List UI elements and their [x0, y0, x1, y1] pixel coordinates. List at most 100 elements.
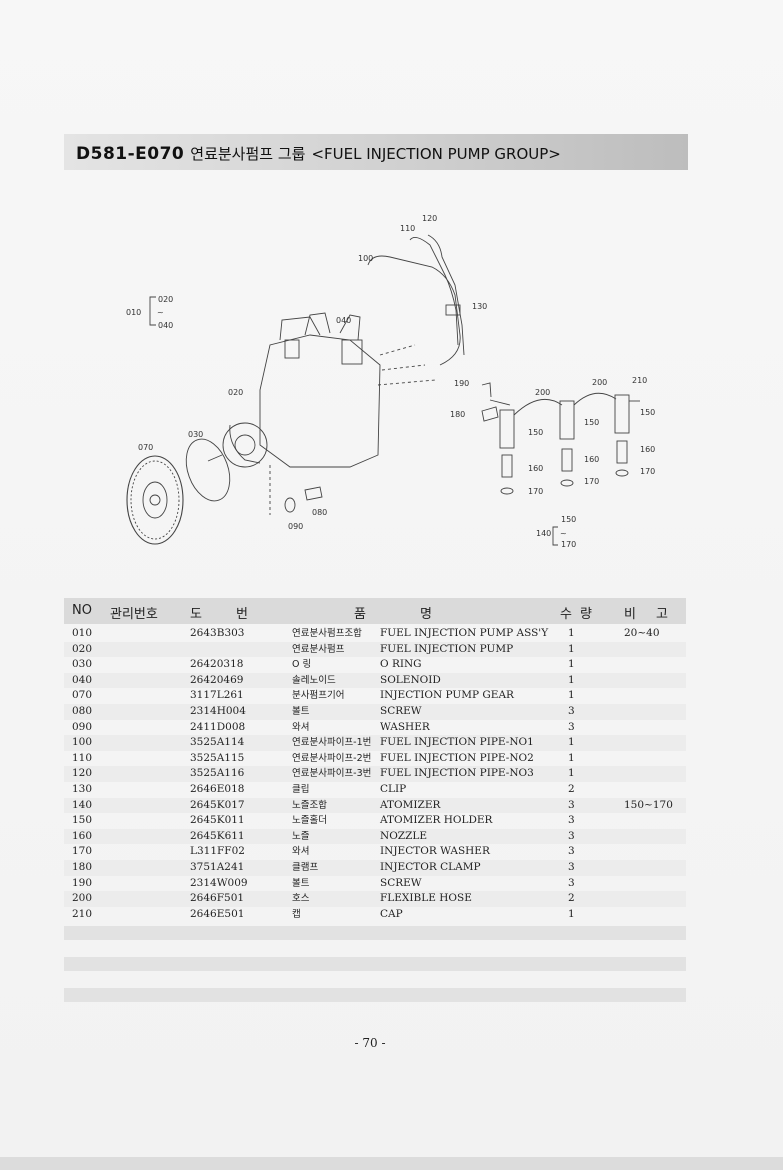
col-name-2: 명	[420, 607, 432, 622]
cell-name-korean: O 링	[292, 659, 312, 671]
callout-160-c: 160	[640, 445, 655, 454]
cell-name-korean: 클램프	[292, 861, 319, 873]
cell-name-english: NOZZLE	[380, 829, 428, 842]
cell-name-english: SCREW	[380, 876, 422, 889]
cell-name-korean: 연료분사파이프-2번	[292, 752, 372, 764]
cell-name-korean: 호스	[292, 893, 310, 905]
cell-quantity: 3	[568, 704, 575, 717]
cell-no: 200	[72, 892, 93, 905]
callout-020: 020	[228, 388, 243, 397]
col-remark-2: 고	[656, 607, 668, 622]
cell-name-korean: 연료분사파이프-3번	[292, 768, 372, 780]
cell-part-number: 3751A241	[190, 860, 245, 873]
cell-name-english: FLEXIBLE HOSE	[380, 892, 472, 905]
cell-name-korean: 볼트	[292, 705, 310, 717]
callout-010: 010	[126, 308, 141, 317]
cell-part-number: 2646E018	[190, 782, 245, 795]
cell-no: 130	[72, 782, 93, 795]
table-filler-row	[64, 926, 686, 940]
table-filler-row	[64, 957, 686, 971]
cell-name-english: WASHER	[380, 720, 430, 733]
cell-name-english: ATOMIZER HOLDER	[380, 814, 493, 827]
cell-part-number: L311FF02	[190, 845, 245, 858]
cell-name-korean: 노즐조합	[292, 799, 327, 811]
cell-name-english: FUEL INJECTION PIPE-NO1	[380, 736, 534, 749]
col-management-number: 관리번호	[110, 607, 158, 622]
cell-no: 140	[72, 798, 93, 811]
cell-part-number: 2314W009	[190, 876, 248, 889]
callout-030: 030	[188, 430, 203, 439]
table-header: NO 관리번호 도 번 품 명 수 량 비 고	[64, 598, 686, 624]
callout-140: 140	[536, 529, 551, 538]
cell-quantity: 1	[568, 689, 575, 702]
cell-quantity: 3	[568, 845, 575, 858]
callout-150-c: 150	[640, 408, 655, 417]
cell-part-number: 2645K017	[190, 798, 245, 811]
cell-part-number: 3525A114	[190, 736, 245, 749]
cell-name-english: O RING	[380, 658, 422, 671]
callout-120: 120	[422, 214, 437, 223]
col-part-number-1: 도	[190, 607, 202, 622]
cell-quantity: 3	[568, 876, 575, 889]
page-number: - 70 -	[354, 1036, 386, 1050]
cell-name-english: SOLENOID	[380, 673, 441, 686]
callout-160-a: 160	[528, 464, 543, 473]
callout-010-range: ~	[157, 308, 164, 317]
callout-170-c: 170	[640, 467, 655, 476]
callout-200-b: 200	[592, 378, 607, 387]
cell-name-korean: 솔레노이드	[292, 674, 336, 686]
cell-quantity: 1	[568, 673, 575, 686]
cell-remark: 150~170	[624, 798, 673, 811]
cell-quantity: 3	[568, 860, 575, 873]
cell-name-korean: 와셔	[292, 721, 310, 733]
callout-070: 070	[138, 443, 153, 452]
group-title-korean: 연료분사펌프 그룹	[190, 145, 306, 163]
cell-name-korean: 노즐홀더	[292, 815, 327, 827]
cell-name-english: CAP	[380, 907, 403, 920]
cell-no: 040	[72, 673, 93, 686]
callout-090: 090	[288, 522, 303, 531]
cell-part-number: 3525A116	[190, 767, 245, 780]
cell-name-korean: 연료분사파이프-1번	[292, 737, 372, 749]
cell-no: 110	[72, 751, 93, 764]
callout-080: 080	[312, 508, 327, 517]
cell-no: 020	[72, 642, 93, 655]
callout-200-a: 200	[535, 388, 550, 397]
cell-name-korean: 캡	[292, 908, 301, 920]
cell-no: 150	[72, 814, 93, 827]
group-code: D581-E070	[76, 144, 185, 164]
cell-name-korean: 노즐	[292, 830, 310, 842]
cell-name-english: FUEL INJECTION PUMP	[380, 642, 514, 655]
cell-name-korean: 클립	[292, 783, 310, 795]
cell-part-number: 2643B303	[190, 627, 245, 639]
cell-name-korean: 볼트	[292, 877, 310, 889]
cell-no: 070	[72, 689, 93, 702]
cell-part-number: 2314H004	[190, 704, 246, 717]
callout-150-a: 150	[528, 428, 543, 437]
cell-quantity: 3	[568, 814, 575, 827]
callout-110: 110	[400, 224, 415, 233]
cell-no: 080	[72, 704, 93, 717]
cell-name-korean: 와셔	[292, 846, 310, 858]
callout-130: 130	[472, 302, 487, 311]
cell-part-number: 2645K611	[190, 829, 245, 842]
cell-quantity: 1	[568, 767, 575, 780]
cell-part-number: 26420318	[190, 658, 244, 671]
cell-name-korean: 연료분사펌프	[292, 643, 345, 655]
cell-name-english: INJECTION PUMP GEAR	[380, 689, 514, 702]
cell-name-korean: 분사펌프기어	[292, 690, 345, 702]
cell-quantity: 2	[568, 892, 575, 905]
